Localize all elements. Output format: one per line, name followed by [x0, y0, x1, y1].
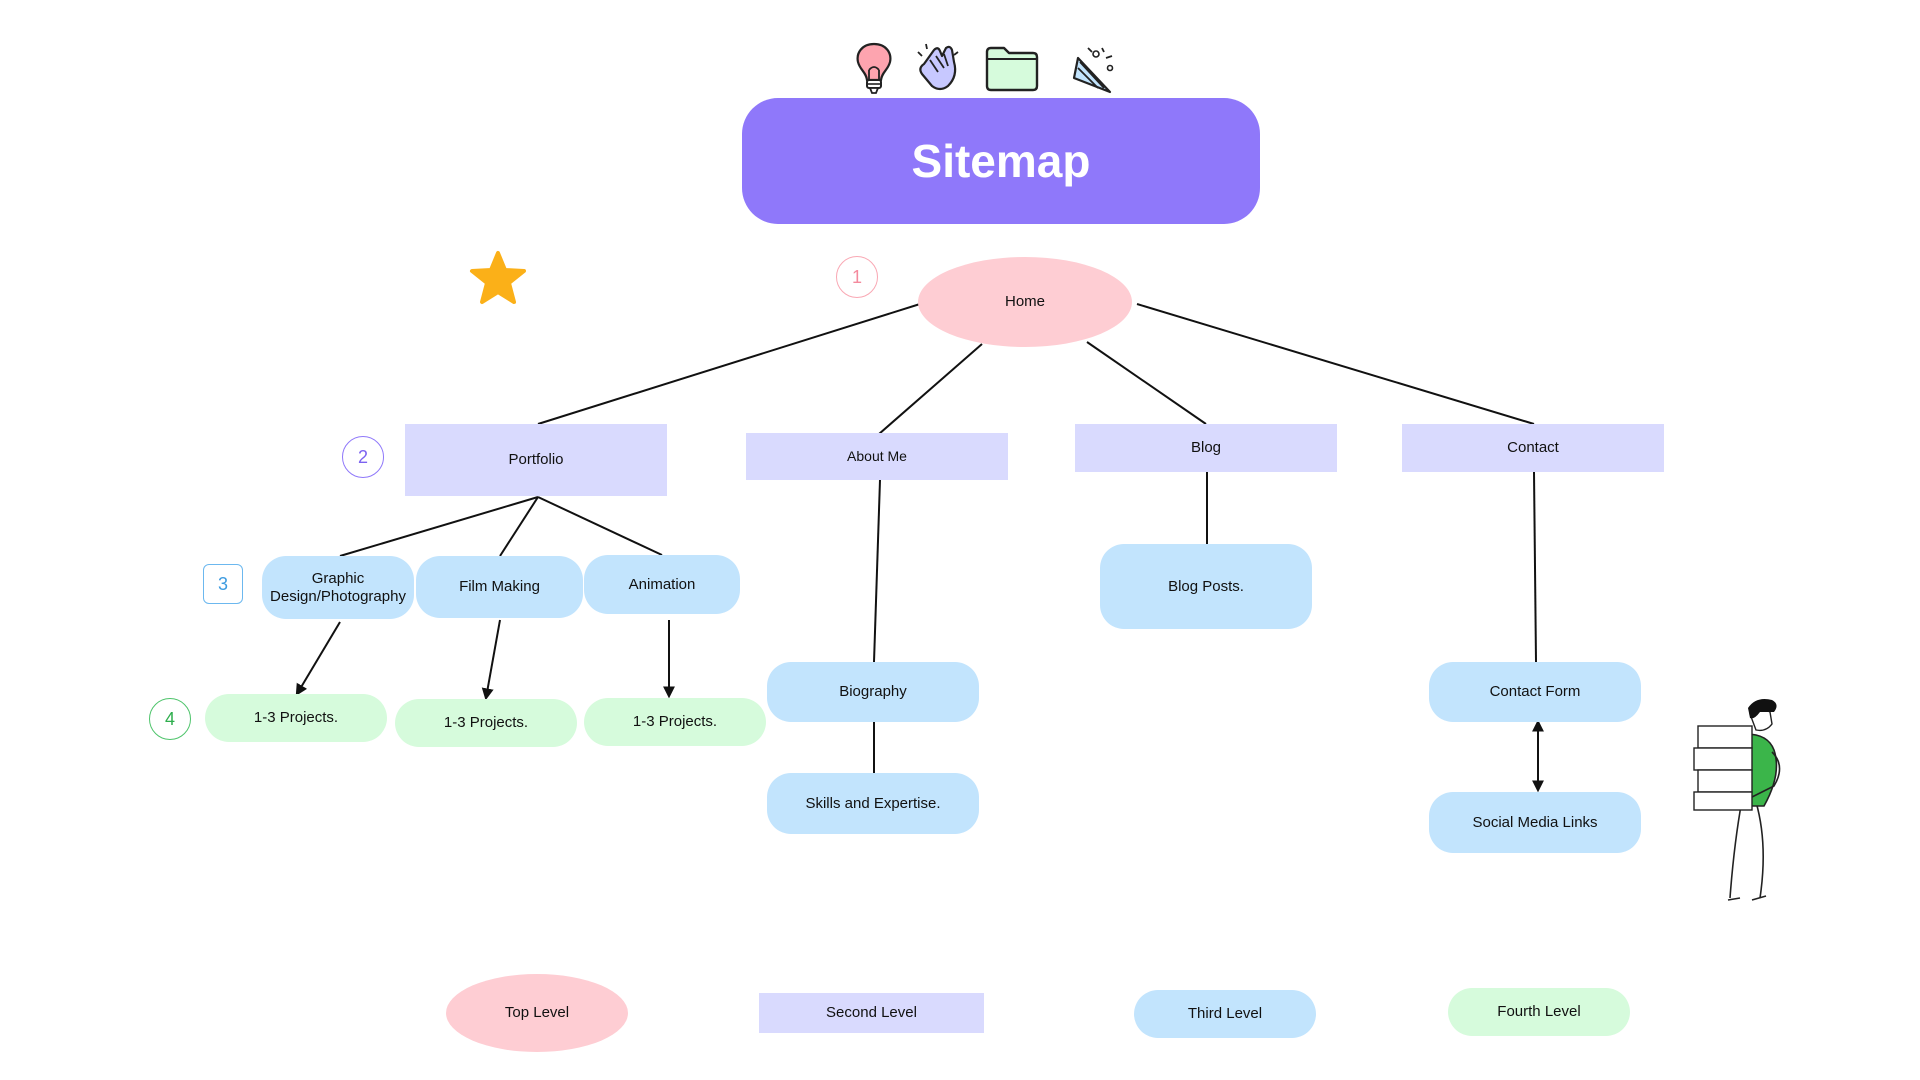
- node-skills-and-expertise: Skills and Expertise.: [767, 773, 979, 834]
- legend-top-level: Top Level: [446, 974, 628, 1052]
- sitemap-title: Sitemap: [742, 98, 1260, 224]
- person-carrying-boxes-illustration: [1693, 699, 1781, 901]
- node-about-me: About Me: [746, 433, 1008, 480]
- level-marker-3: 3: [203, 564, 243, 604]
- node-projects-graphic: 1-3 Projects.: [205, 694, 387, 742]
- legend-fourth-level: Fourth Level: [1448, 988, 1630, 1036]
- node-blog-posts: Blog Posts.: [1100, 544, 1312, 629]
- node-portfolio: Portfolio: [405, 424, 667, 496]
- node-contact: Contact: [1402, 424, 1664, 472]
- edge-home-blog: [1086, 341, 1207, 425]
- level-marker-4: 4: [149, 698, 191, 740]
- star-icon: [470, 251, 526, 304]
- legend-second-level: Second Level: [759, 993, 984, 1033]
- level-marker-2: 2: [342, 436, 384, 478]
- node-home: Home: [918, 257, 1132, 347]
- node-film-making: Film Making: [416, 556, 583, 618]
- edge-about-biography: [873, 479, 881, 663]
- edge-portfolio-animation: [537, 496, 663, 556]
- edge-graphic-projects: [295, 621, 341, 697]
- node-blog: Blog: [1075, 424, 1337, 472]
- edge-portfolio-film: [499, 496, 539, 557]
- node-projects-film: 1-3 Projects.: [395, 699, 577, 747]
- party-popper-icon: [1072, 47, 1114, 94]
- node-projects-animation: 1-3 Projects.: [584, 698, 766, 746]
- edge-home-about: [878, 343, 983, 435]
- node-graphic-design-photography: Graphic Design/Photography: [262, 556, 414, 619]
- legend-third-level: Third Level: [1134, 990, 1316, 1038]
- edge-portfolio-graphic: [339, 496, 539, 557]
- node-social-media-links: Social Media Links: [1429, 792, 1641, 853]
- node-animation: Animation: [584, 555, 740, 614]
- clapping-hands-icon: [917, 43, 959, 91]
- node-contact-form: Contact Form: [1429, 662, 1641, 722]
- folder-icon: [985, 46, 1039, 92]
- edge-home-contact: [1136, 303, 1535, 425]
- level-marker-1: 1: [836, 256, 878, 298]
- edge-film-projects: [481, 619, 501, 701]
- edge-home-portfolio: [537, 303, 921, 425]
- node-biography: Biography: [767, 662, 979, 722]
- lightbulb-icon: [856, 42, 892, 94]
- edge-contact-contactform: [1533, 471, 1537, 663]
